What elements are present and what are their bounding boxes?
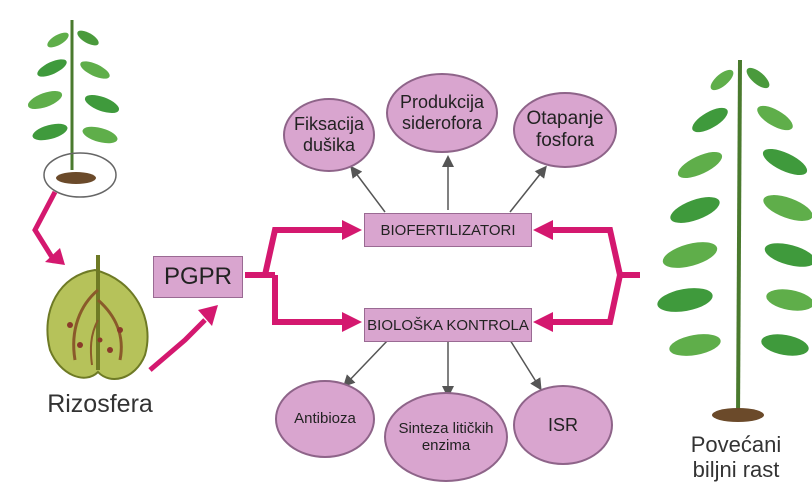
pgpr-box: PGPR	[153, 256, 243, 298]
arrow-rhizosphere-to-pgpr	[148, 318, 207, 372]
arrow-plant-to-rhizosphere	[32, 190, 58, 264]
biofertilizatori-box: BIOFERTILIZATORI	[364, 213, 532, 247]
small-plant-icon	[27, 20, 120, 198]
oval-otapanje-fosfora: Otapanje fosfora	[513, 92, 617, 168]
povecani-rast-label: Povećani biljni rast	[690, 432, 782, 483]
rhizosphere-icon	[46, 255, 149, 380]
large-plant-icon	[657, 59, 812, 422]
oval-fiksacija-dusika: Fiksacija dušika	[283, 98, 375, 172]
oval-antibioza: Antibioza	[275, 380, 375, 458]
arrow-to-antibioza	[342, 339, 389, 388]
oval-sinteza-litickih-enzima: Sinteza litičkih enzima	[384, 392, 508, 482]
bracket-left	[245, 227, 345, 325]
oval-isr: ISR	[513, 385, 613, 465]
arrow-to-otapanje	[509, 165, 547, 213]
oval-produkcija-siderofora: Produkcija siderofora	[386, 73, 498, 153]
arrow-to-isr	[509, 339, 542, 391]
bracket-right	[550, 227, 640, 325]
bioloska-kontrola-box: BIOLOŠKA KONTROLA	[364, 308, 532, 342]
rizosfera-label: Rizosfera	[47, 390, 153, 418]
arrow-to-fiksacija	[350, 165, 386, 213]
